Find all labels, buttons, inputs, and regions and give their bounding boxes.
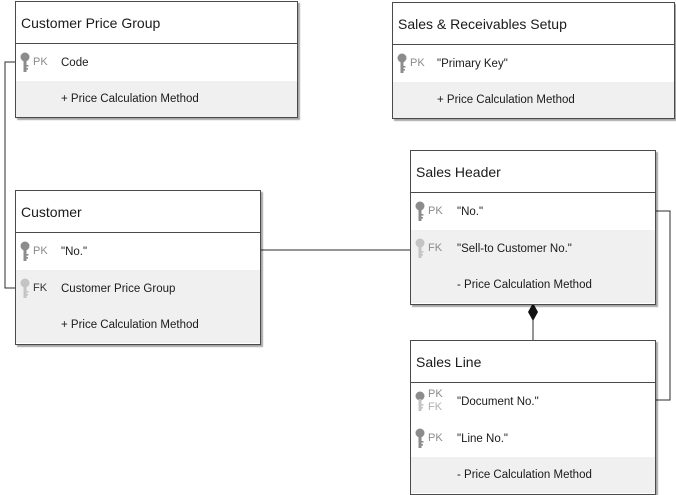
key-tag: PK [33,56,48,68]
field-name: + Price Calculation Method [437,94,575,106]
field-row: PK "No." [411,193,655,230]
entity-sales-line[interactable]: Sales Line PK FK "Document No." PK "Line… [410,340,656,495]
primary-foreign-key-icon [415,391,425,411]
primary-key-icon [397,53,407,73]
entity-title-text: Customer [21,203,82,220]
key-tag: PK [410,57,425,69]
field-name: "No." [61,245,88,258]
primary-key-icon [415,428,425,448]
entity-title: Sales Header [411,151,655,193]
primary-key-icon [20,241,30,261]
primary-key-icon [20,52,30,72]
entity-title-text: Sales Header [416,163,501,180]
entity-sales-receivables-setup[interactable]: Sales & Receivables Setup PK "Primary Ke… [392,2,675,119]
field-row: PK "Line No." [411,420,655,457]
key-tag: PK [428,388,443,400]
field-name: + Price Calculation Method [61,319,199,331]
field-name: "Primary Key" [437,57,508,70]
field-row: - Price Calculation Method [411,457,655,493]
key-tag: FK [428,242,443,254]
field-name: "Sell-to Customer No." [457,242,572,255]
field-name: "No." [457,205,484,218]
field-name: "Document No." [457,395,539,408]
entity-customer-price-group[interactable]: Customer Price Group PK Code + Price Cal… [15,1,298,118]
entity-title: Sales Line [411,341,655,383]
field-name: "Line No." [457,432,508,445]
entity-title-text: Sales & Receivables Setup [398,15,567,32]
field-row: FK Customer Price Group [16,270,260,307]
composition-diamond-icon [528,303,538,321]
entity-title: Customer Price Group [16,2,297,44]
foreign-key-icon [415,238,425,258]
key-tag-secondary: FK [428,401,443,413]
entity-sales-header[interactable]: Sales Header PK "No." FK "Sell-to Custom… [410,150,656,305]
primary-key-icon [415,201,425,221]
key-tag: PK [428,432,443,444]
field-name: Code [61,56,89,69]
foreign-key-icon [20,278,30,298]
field-row: PK Code [16,44,297,81]
field-row: + Price Calculation Method [393,82,674,118]
entity-customer[interactable]: Customer PK "No." FK Customer Price Grou… [15,190,261,345]
entity-title-text: Customer Price Group [21,14,161,31]
key-tag: PK [33,245,48,257]
entity-title-text: Sales Line [416,353,482,370]
field-row: PK "Primary Key" [393,45,674,82]
field-row: + Price Calculation Method [16,81,297,117]
field-row: - Price Calculation Method [411,267,655,303]
key-tag: PK [428,205,443,217]
field-name: - Price Calculation Method [457,279,592,291]
field-row: + Price Calculation Method [16,307,260,343]
field-name: - Price Calculation Method [457,469,592,481]
entity-title: Customer [16,191,260,233]
field-row: PK "No." [16,233,260,270]
field-row: PK FK "Document No." [411,383,655,420]
connector-header-line [656,210,671,401]
key-tag: FK [33,282,48,294]
field-row: FK "Sell-to Customer No." [411,230,655,267]
field-name: Customer Price Group [61,282,176,295]
field-name: + Price Calculation Method [61,93,199,105]
entity-title: Sales & Receivables Setup [393,3,674,45]
